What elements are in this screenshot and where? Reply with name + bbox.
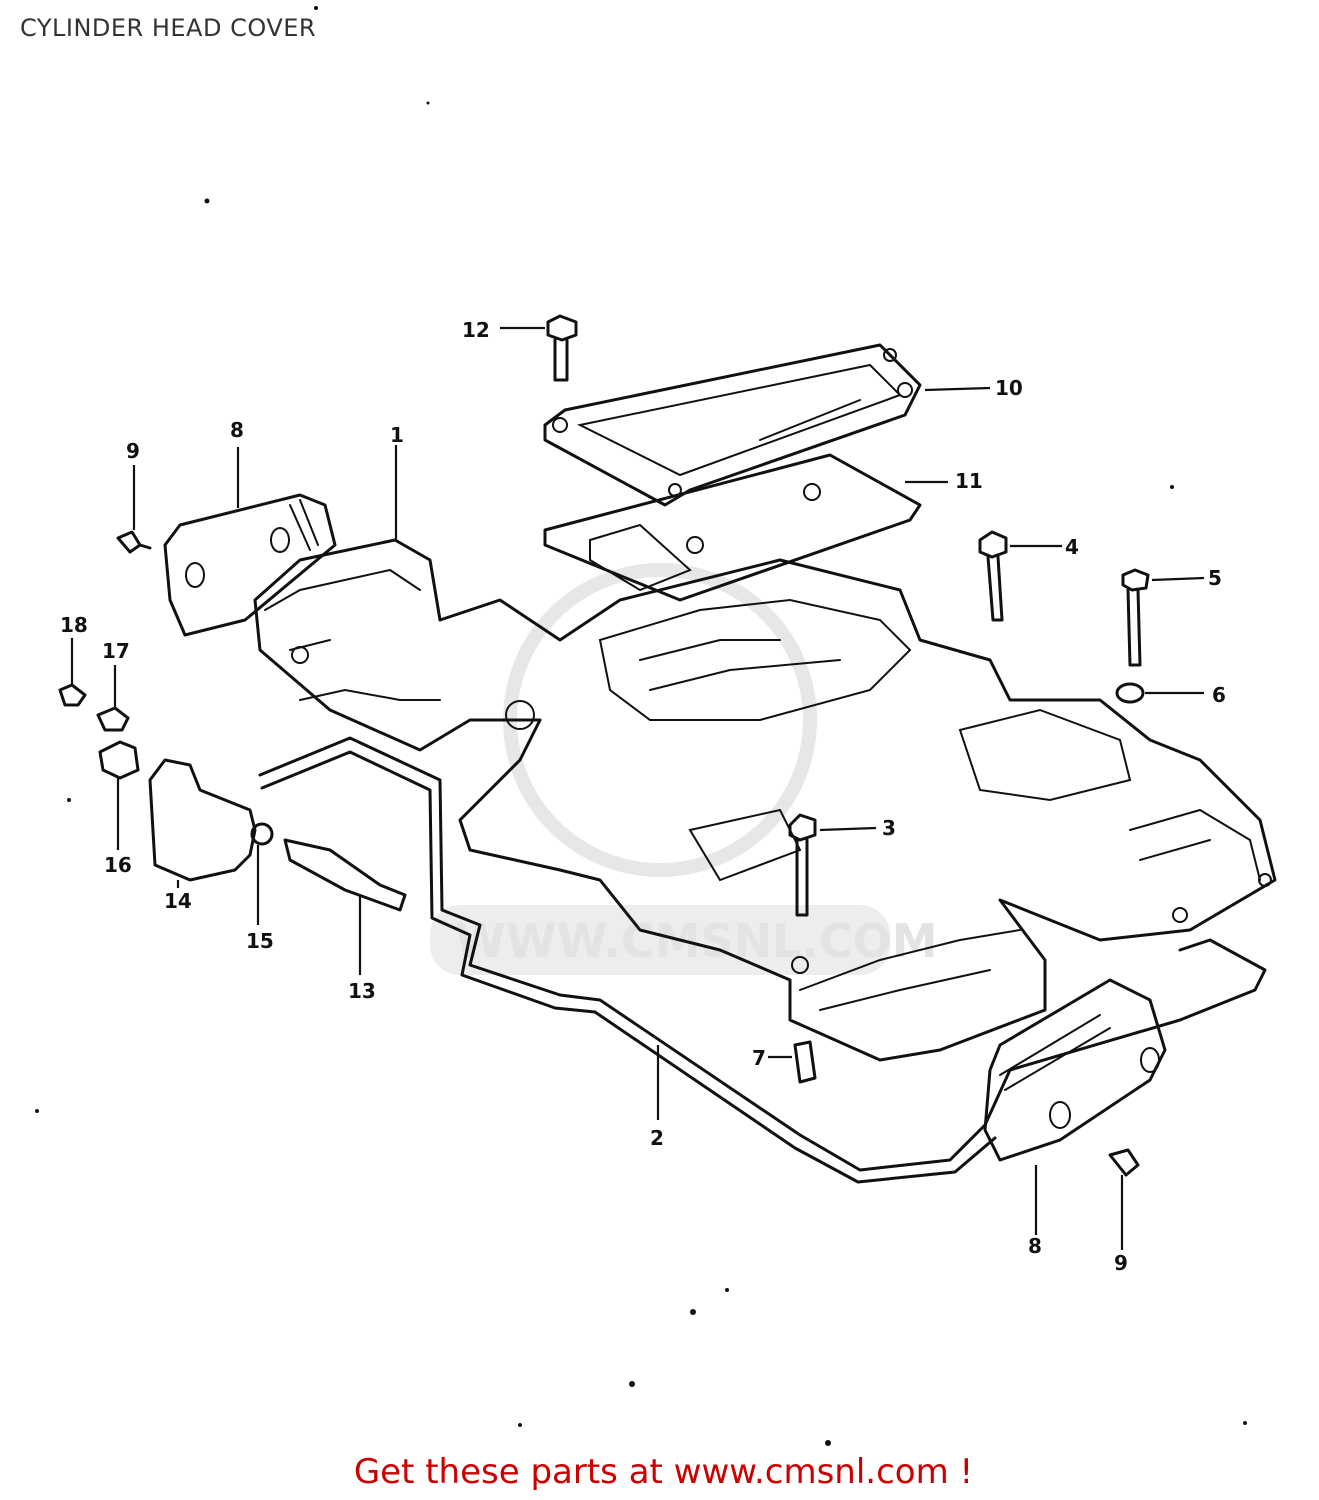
- screw-9-left: [116, 530, 152, 554]
- callout-6: 6: [1212, 683, 1226, 707]
- scan-specks: [35, 6, 1247, 1446]
- cover-gasket: [258, 736, 1267, 1184]
- callout-7: 7: [752, 1046, 766, 1070]
- bolt-3: [788, 813, 817, 917]
- bolt-4: [978, 530, 1008, 622]
- callout-8-right: 8: [1028, 1234, 1042, 1258]
- callout-2: 2: [650, 1126, 664, 1150]
- callout-3: 3: [882, 816, 896, 840]
- screw-18: [58, 683, 87, 707]
- cap-cover-left: [163, 493, 337, 637]
- callout-10: 10: [995, 376, 1023, 400]
- callout-13: 13: [348, 979, 376, 1003]
- callout-8-left: 8: [230, 418, 244, 442]
- callout-9-left: 9: [126, 439, 140, 463]
- callout-17: 17: [102, 639, 130, 663]
- callout-14: 14: [164, 889, 192, 913]
- screw-9-right: [1108, 1148, 1140, 1177]
- washer-6: [1115, 682, 1145, 704]
- footer-link[interactable]: Get these parts at www.cmsnl.com !: [353, 1452, 974, 1492]
- bolt-5: [1121, 568, 1150, 667]
- plug-14: [148, 758, 257, 882]
- callout-1: 1: [390, 423, 404, 447]
- page-title: CYLINDER HEAD COVER: [20, 14, 317, 42]
- callout-11: 11: [955, 469, 983, 493]
- bracket-13: [283, 838, 407, 912]
- o-ring-15: [250, 822, 274, 846]
- breather-cover-plate: [543, 343, 922, 507]
- dowel-7: [793, 1040, 817, 1084]
- watermark-text: WWW.CMSNL.COM: [455, 914, 938, 968]
- cap-cover-right: [983, 978, 1167, 1162]
- callout-5: 5: [1208, 566, 1222, 590]
- breather-gasket: [543, 453, 922, 602]
- callout-16: 16: [104, 853, 132, 877]
- callout-15: 15: [246, 929, 274, 953]
- leader-lines: [70, 326, 1205, 1250]
- bolt-12: [546, 314, 578, 382]
- callout-12: 12: [462, 318, 490, 342]
- callout-9-right: 9: [1114, 1251, 1128, 1275]
- cylinder-head-cover: [253, 538, 1277, 1062]
- cap-16: [98, 740, 140, 780]
- callout-18: 18: [60, 613, 88, 637]
- callout-4: 4: [1065, 535, 1079, 559]
- washer-17: [96, 706, 130, 732]
